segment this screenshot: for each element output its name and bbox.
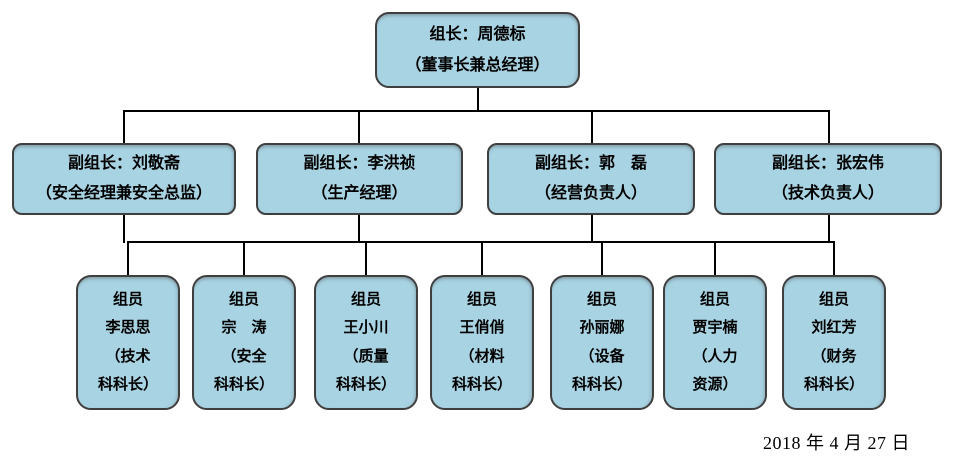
connector-drop-member-3	[365, 241, 367, 275]
org-box-deputy-3: 副组长：郭 磊 （经营负责人）	[487, 143, 695, 215]
deputy-name: 副组长：张宏伟	[771, 155, 884, 172]
member-dept-line1: （设备	[579, 348, 625, 365]
org-box-member-2: 组员 宗 涛 （安全 科科长）	[192, 275, 296, 410]
connector-drop-deputy-4	[828, 110, 830, 144]
connector-leader-stem	[477, 88, 479, 112]
member-dept-line2: 科科长）	[571, 377, 632, 393]
member-dept-line2: 科科长）	[335, 377, 396, 393]
connector-drop-deputy-1	[123, 110, 125, 144]
org-box-member-5: 组员 孙丽娜 （设备 科科长）	[550, 275, 654, 410]
leader-title: （董事长兼总经理）	[405, 57, 550, 74]
member-dept-line1: （材料	[459, 348, 505, 365]
member-name: 刘红芳	[811, 320, 857, 336]
date-label: 2018 年 4 月 27 日	[763, 433, 910, 453]
org-box-member-6: 组员 贾宇楠 （人力 资源）	[663, 275, 767, 410]
member-role: 组员	[228, 291, 259, 308]
org-box-member-3: 组员 王小川 （质量 科科长）	[314, 275, 418, 410]
member-dept-line2: 科科长）	[213, 377, 274, 393]
connector-stem-deputy-2	[358, 214, 360, 243]
deputy-title: （技术负责人）	[771, 185, 884, 202]
member-dept-line1: （人力	[692, 348, 738, 365]
member-role: 组员	[112, 291, 143, 308]
connector-drop-deputy-2	[358, 110, 360, 144]
org-box-deputy-1: 副组长：刘敬斋 （安全经理兼安全总监）	[12, 143, 236, 215]
connector-drop-member-4	[481, 241, 483, 275]
deputy-title: （安全经理兼安全总监）	[35, 185, 212, 202]
member-name: 王俏俏	[459, 320, 505, 336]
org-box-member-1: 组员 李思思 （技术 科科长）	[76, 275, 180, 410]
connector-drop-member-2	[243, 241, 245, 275]
connector-drop-deputy-3	[591, 110, 593, 144]
member-role: 组员	[350, 291, 381, 308]
deputy-name: 副组长：郭 磊	[534, 155, 647, 172]
org-box-deputy-2: 副组长：李洪祯 （生产经理）	[256, 143, 463, 215]
org-box-deputy-4: 副组长：张宏伟 （技术负责人）	[714, 143, 942, 215]
member-dept-line1: （技术	[105, 348, 151, 365]
member-name: 李思思	[105, 320, 151, 336]
connector-drop-member-6	[714, 241, 716, 275]
member-dept-line1: （安全	[221, 348, 267, 365]
member-name: 王小川	[343, 320, 389, 336]
member-dept-line1: （财务	[811, 348, 857, 365]
org-box-member-7: 组员 刘红芳 （财务 科科长）	[782, 275, 886, 410]
org-box-leader: 组长：周德标 （董事长兼总经理）	[375, 12, 580, 88]
member-dept-line2: 科科长）	[97, 377, 158, 393]
member-role: 组员	[818, 291, 849, 308]
member-dept-line2: 科科长）	[803, 377, 864, 393]
leader-name: 组长：周德标	[429, 26, 526, 43]
deputy-name: 副组长：刘敬斋	[67, 155, 180, 172]
member-role: 组员	[586, 291, 617, 308]
connector-drop-member-1	[127, 241, 129, 275]
deputy-title: （经营负责人）	[534, 185, 647, 202]
deputy-name: 副组长：李洪祯	[303, 155, 416, 172]
connector-stem-deputy-4	[828, 214, 830, 243]
member-name: 贾宇楠	[692, 320, 738, 336]
org-box-member-4: 组员 王俏俏 （材料 科科长）	[430, 275, 534, 410]
member-dept-line2: 科科长）	[451, 377, 512, 393]
connector-drop-member-5	[601, 241, 603, 275]
member-dept-line2: 资源）	[692, 377, 738, 393]
connector-stem-deputy-3	[591, 214, 593, 243]
member-name: 宗 涛	[221, 320, 267, 336]
member-dept-line1: （质量	[343, 348, 389, 365]
member-name: 孙丽娜	[579, 320, 625, 336]
member-role: 组员	[466, 291, 497, 308]
connector-level2-hline	[124, 110, 830, 112]
member-role: 组员	[699, 291, 730, 308]
deputy-title: （生产经理）	[311, 185, 408, 202]
connector-drop-member-7	[833, 241, 835, 275]
connector-stem-deputy-1	[123, 214, 125, 243]
